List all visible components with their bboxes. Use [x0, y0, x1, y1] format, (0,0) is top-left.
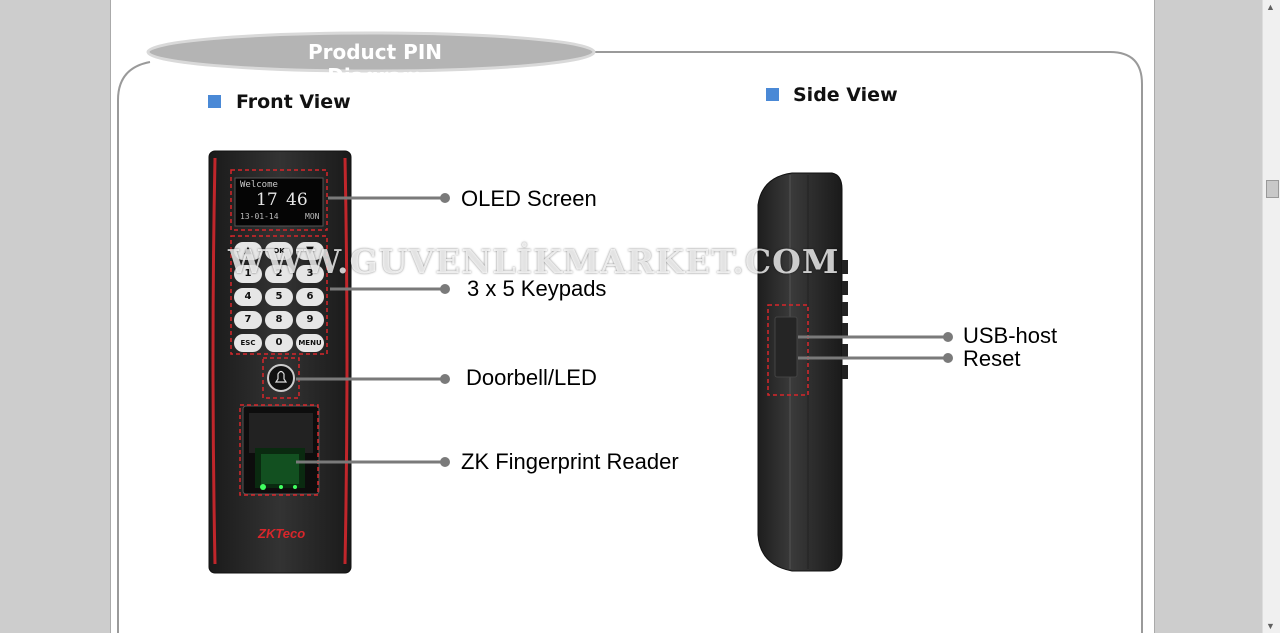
- scroll-thumb[interactable]: [1266, 180, 1279, 198]
- watermark: WWW.GUVENLİKMARKET.COM: [228, 242, 839, 281]
- scroll-down-arrow-icon[interactable]: ▼: [1266, 621, 1275, 631]
- vertical-scrollbar[interactable]: ▲ ▼: [1262, 0, 1280, 633]
- callout-reset: Reset: [963, 346, 1020, 372]
- scroll-up-arrow-icon[interactable]: ▲: [1266, 2, 1275, 12]
